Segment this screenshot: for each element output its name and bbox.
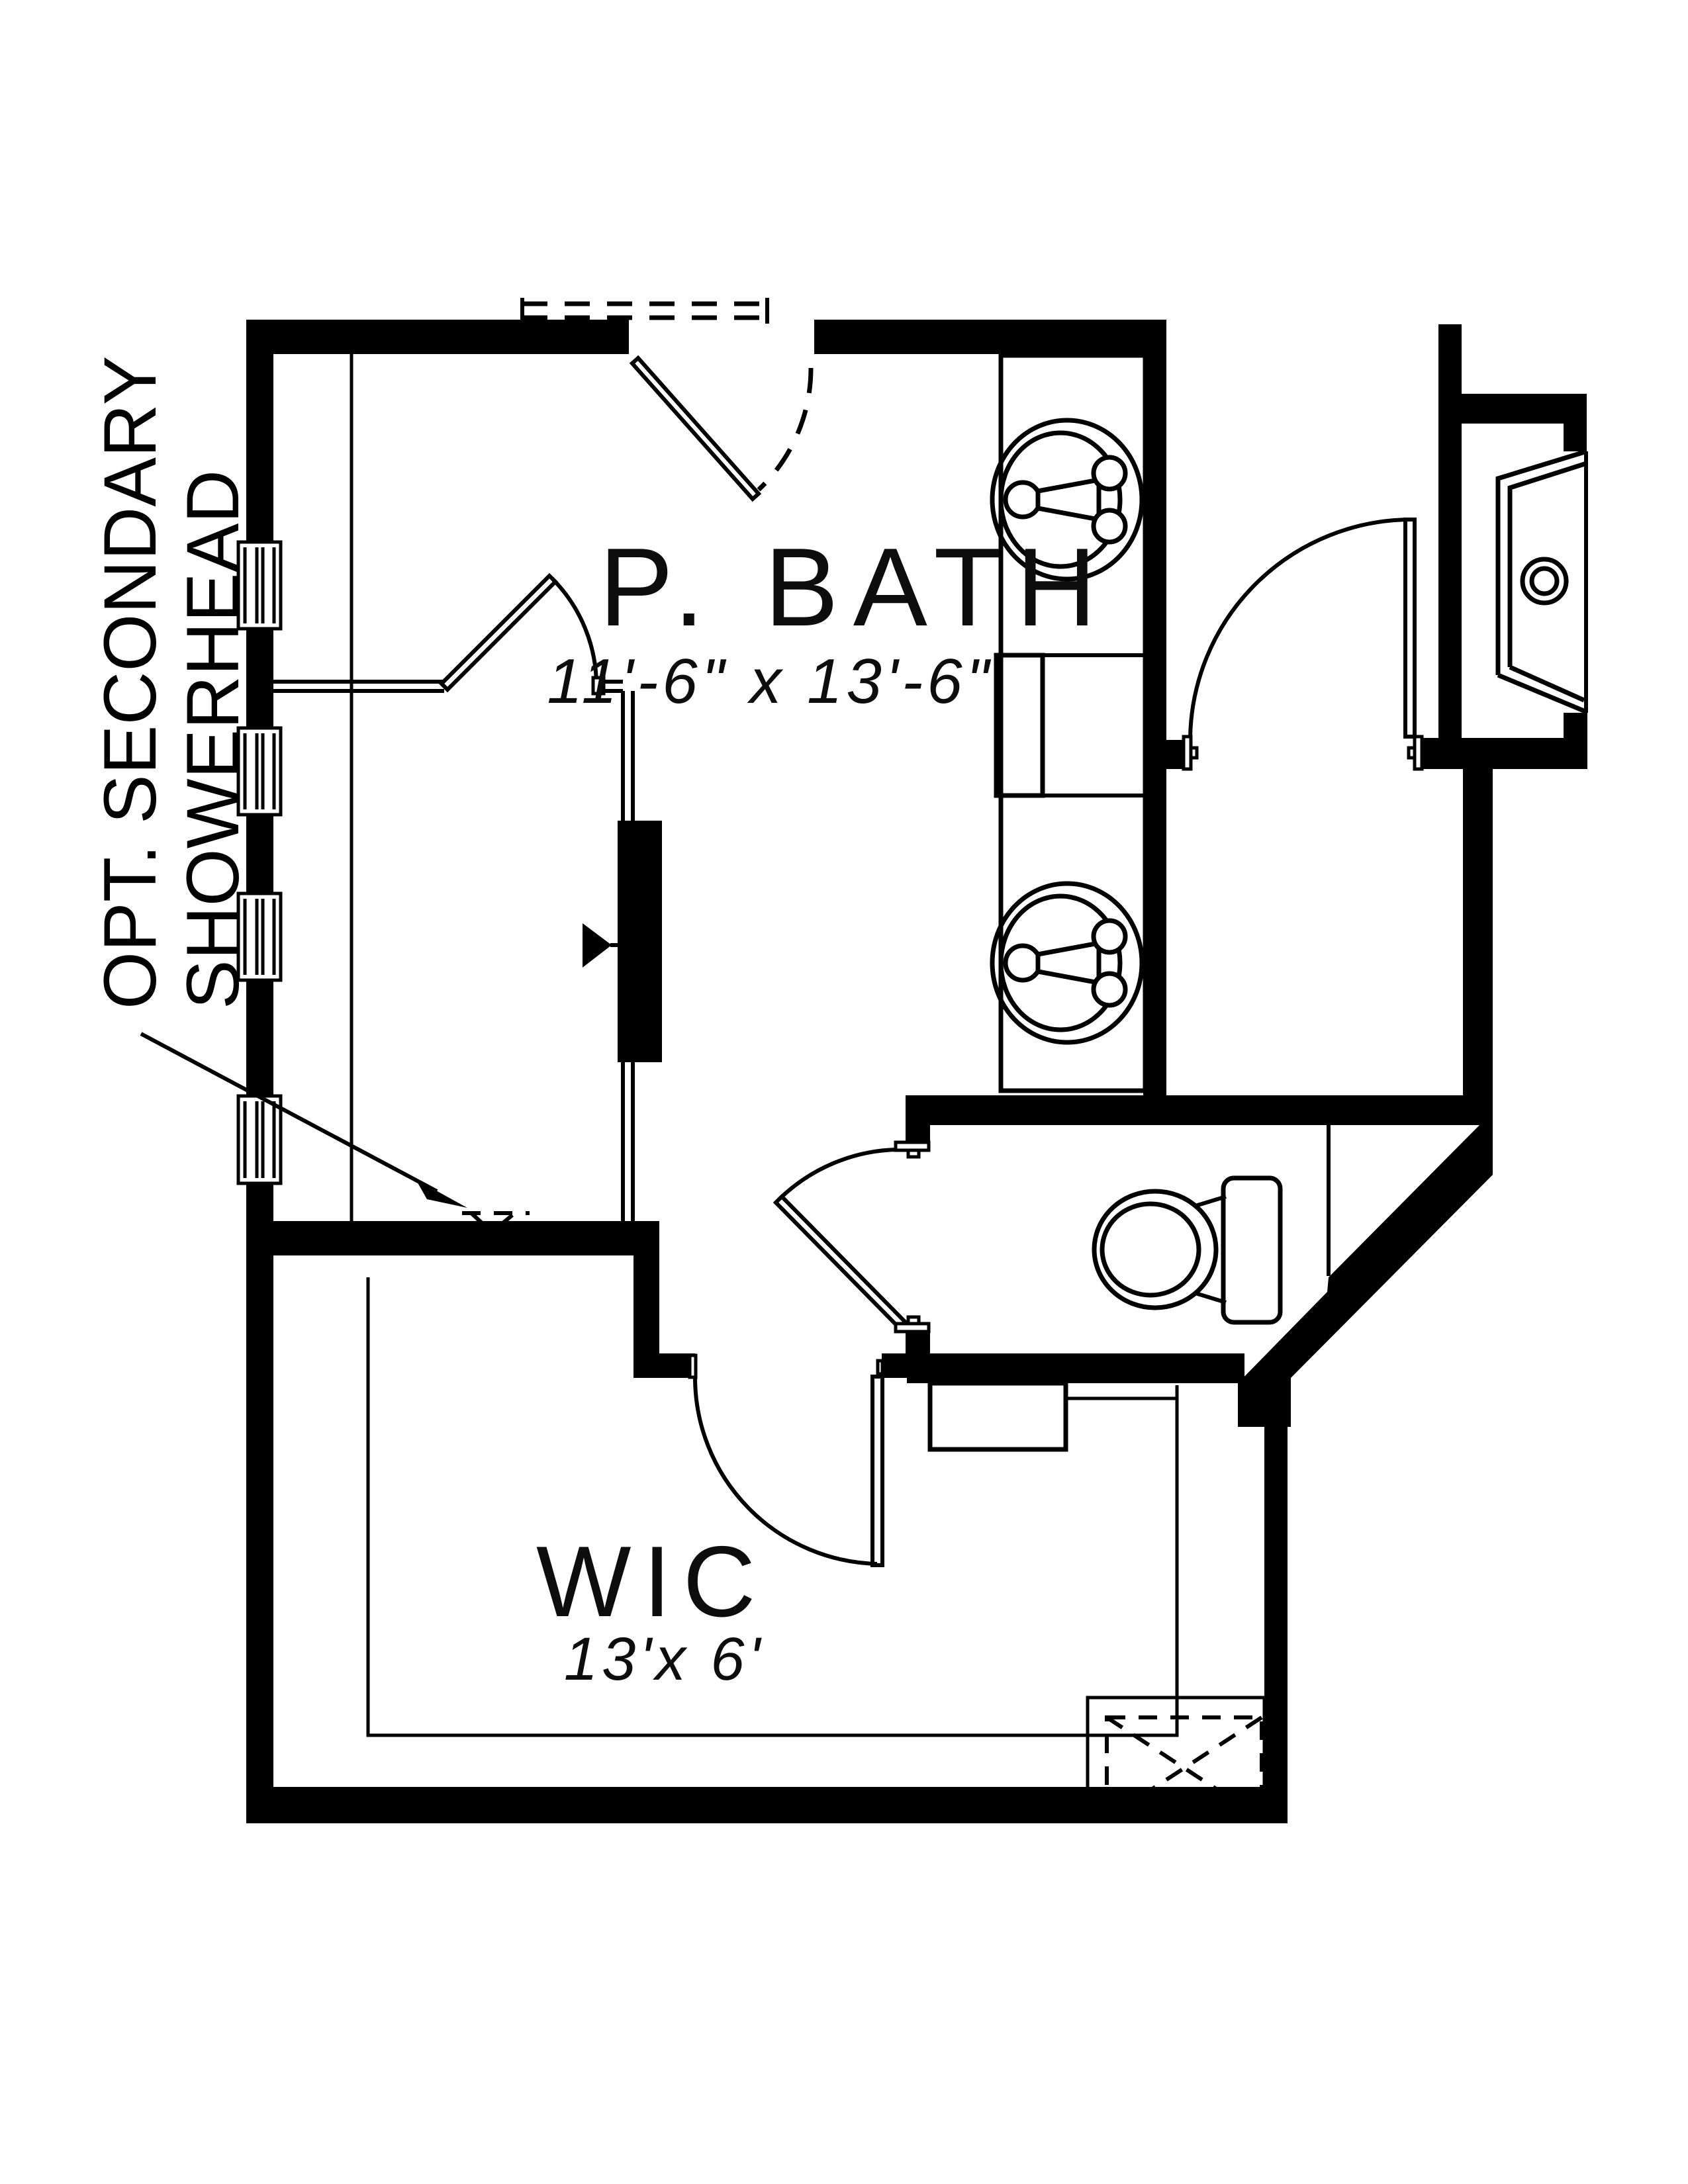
hall-door xyxy=(1188,518,1417,739)
bath-room-label: P. BATH xyxy=(599,525,1111,649)
wc-door xyxy=(773,1148,908,1331)
primary-showerhead-icon xyxy=(583,923,620,968)
entry-door xyxy=(520,298,814,502)
bath-dimensions: 11'-6" x 13'-6" xyxy=(547,646,992,717)
wic-dimensions: 13'x 6' xyxy=(564,1625,764,1693)
shower-stall xyxy=(1495,449,1588,714)
drain-icon xyxy=(1520,557,1569,606)
shower-enclosure xyxy=(273,354,635,1221)
leader-arrow xyxy=(140,1032,467,1208)
sink-top xyxy=(990,418,1145,582)
secondary-showerhead-note-line1: OPT. SECONDARY xyxy=(89,356,171,1010)
chamfer-wall xyxy=(1238,1125,1493,1427)
wic-shelving xyxy=(366,1277,1179,1737)
secondary-showerhead-note-line2: SHOWERHEAD xyxy=(171,470,254,1009)
sink-bottom xyxy=(990,881,1145,1045)
walls xyxy=(246,320,1587,1823)
shower-wet-wall xyxy=(618,821,662,1062)
secondary-showerhead-icon xyxy=(462,1211,530,1255)
window-icon xyxy=(236,891,283,982)
wic-room-label: WIC xyxy=(536,1525,767,1638)
wic-door xyxy=(693,1375,884,1567)
toilet xyxy=(1092,1175,1283,1325)
window-icon xyxy=(236,1094,283,1185)
window-icon xyxy=(236,540,283,631)
windows xyxy=(236,540,283,1185)
shower-door xyxy=(438,572,606,696)
linen-cabinet xyxy=(927,1381,1068,1452)
window-icon xyxy=(236,726,283,817)
door-jambs xyxy=(688,735,1424,1379)
